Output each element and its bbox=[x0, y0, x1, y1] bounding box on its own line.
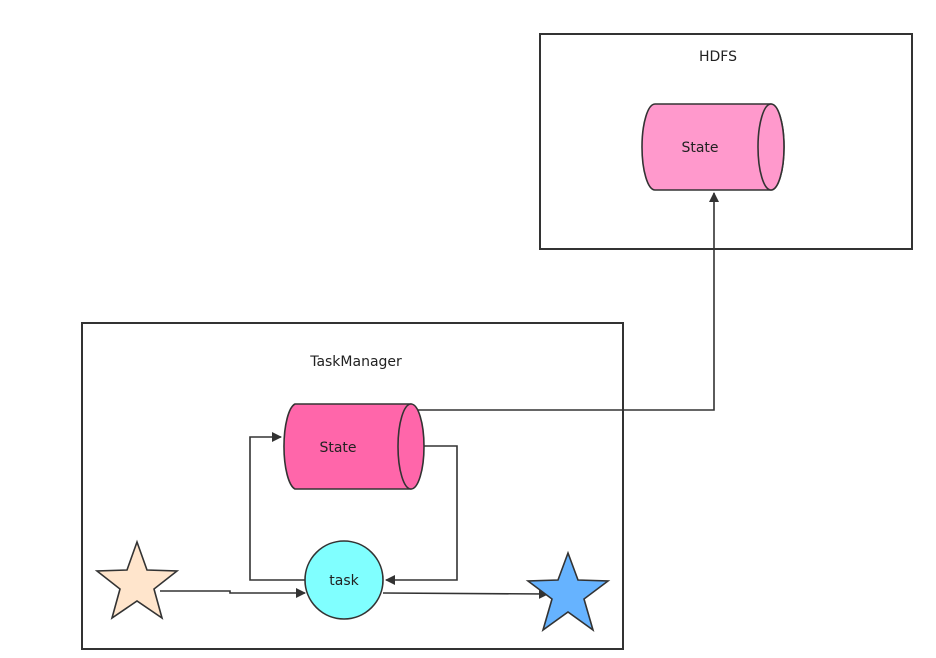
sink-star-icon bbox=[525, 550, 611, 633]
source-star-icon bbox=[94, 539, 180, 620]
taskmanager-title: TaskManager bbox=[309, 354, 402, 370]
edge-task-to-sink bbox=[382, 588, 549, 599]
hdfs-state-label: State bbox=[681, 140, 718, 156]
edge-state-to-task bbox=[385, 445, 458, 585]
task-label: task bbox=[329, 573, 359, 589]
hdfs-state-cylinder: State bbox=[641, 103, 785, 191]
tm-state-label: State bbox=[319, 440, 356, 456]
hdfs-state-cap bbox=[757, 103, 785, 191]
tm-state-cylinder: State bbox=[283, 403, 425, 490]
hdfs-title: HDFS bbox=[699, 49, 737, 65]
task-node: task bbox=[304, 540, 384, 620]
tm-state-cap bbox=[397, 403, 425, 490]
edge-state-to-hdfs bbox=[412, 192, 719, 411]
task-circle bbox=[304, 540, 384, 620]
edge-task-to-state bbox=[249, 432, 305, 581]
edge-source-to-task bbox=[160, 588, 306, 598]
